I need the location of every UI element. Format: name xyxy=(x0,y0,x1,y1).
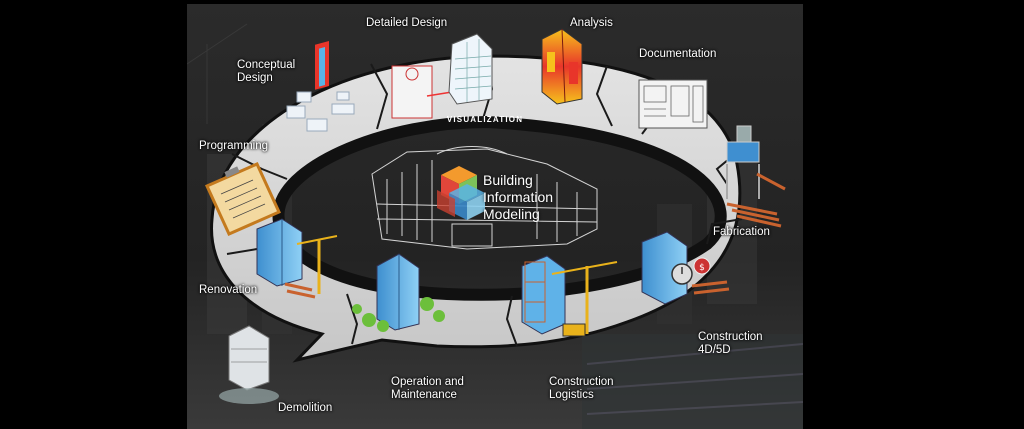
detailed-design-building-icon xyxy=(391,33,493,119)
label-construction-logistics-line2: Logistics xyxy=(549,389,594,401)
label-programming: Programming xyxy=(199,140,269,152)
label-construction-4d5d: Construction 4D/5D xyxy=(698,331,763,357)
bim-cube-logo xyxy=(437,166,485,220)
label-detailed-design: Detailed Design xyxy=(366,17,448,29)
label-conceptual-design-line2: Design xyxy=(237,72,273,84)
construction-4d5d-building-icon: $ xyxy=(641,231,730,305)
label-conceptual-design: Conceptual Design xyxy=(237,59,295,85)
center-title-line3: Modeling xyxy=(483,206,540,222)
programming-clipboard-icon xyxy=(205,162,281,236)
demolition-building-icon xyxy=(219,325,279,404)
construction-logistics-crane-icon xyxy=(521,255,618,337)
diagram-canvas: VISUALIZATION xyxy=(187,4,803,429)
label-construction-logistics: Construction Logistics xyxy=(549,376,614,402)
center-title-line2: Information xyxy=(483,189,554,205)
svg-text:$: $ xyxy=(699,263,705,273)
bim-wireframe-building xyxy=(371,146,598,250)
lifecycle-ring: VISUALIZATION xyxy=(210,54,743,363)
center-title: Building Information Modeling xyxy=(483,172,553,223)
label-fabrication: Fabrication xyxy=(713,226,770,238)
label-construction-4d5d-line2: 4D/5D xyxy=(698,344,731,356)
fabrication-machinery-icon xyxy=(726,125,786,228)
center-title-line1: Building xyxy=(483,172,533,188)
label-demolition: Demolition xyxy=(278,402,333,414)
label-analysis: Analysis xyxy=(570,17,613,29)
label-operation-maintenance-line1: Operation and xyxy=(391,376,464,388)
label-renovation: Renovation xyxy=(199,284,258,296)
conceptual-design-models-icon xyxy=(286,40,355,132)
label-construction-logistics-line1: Construction xyxy=(549,376,614,388)
documentation-drawing-icon xyxy=(638,79,708,129)
analysis-heatmap-building-icon xyxy=(541,28,583,105)
bim-lifecycle-diagram: VISUALIZATION xyxy=(187,4,803,429)
renovation-building-crane-icon xyxy=(256,218,338,299)
label-documentation: Documentation xyxy=(639,48,717,60)
ring-label-visualization: VISUALIZATION xyxy=(447,115,523,124)
label-conceptual-design-line1: Conceptual xyxy=(237,59,296,71)
operation-maintenance-building-icon xyxy=(352,253,445,332)
label-construction-4d5d-line1: Construction xyxy=(698,331,763,343)
label-operation-maintenance: Operation and Maintenance xyxy=(391,376,464,402)
label-operation-maintenance-line2: Maintenance xyxy=(391,389,457,401)
ring-inner-band xyxy=(272,115,727,301)
